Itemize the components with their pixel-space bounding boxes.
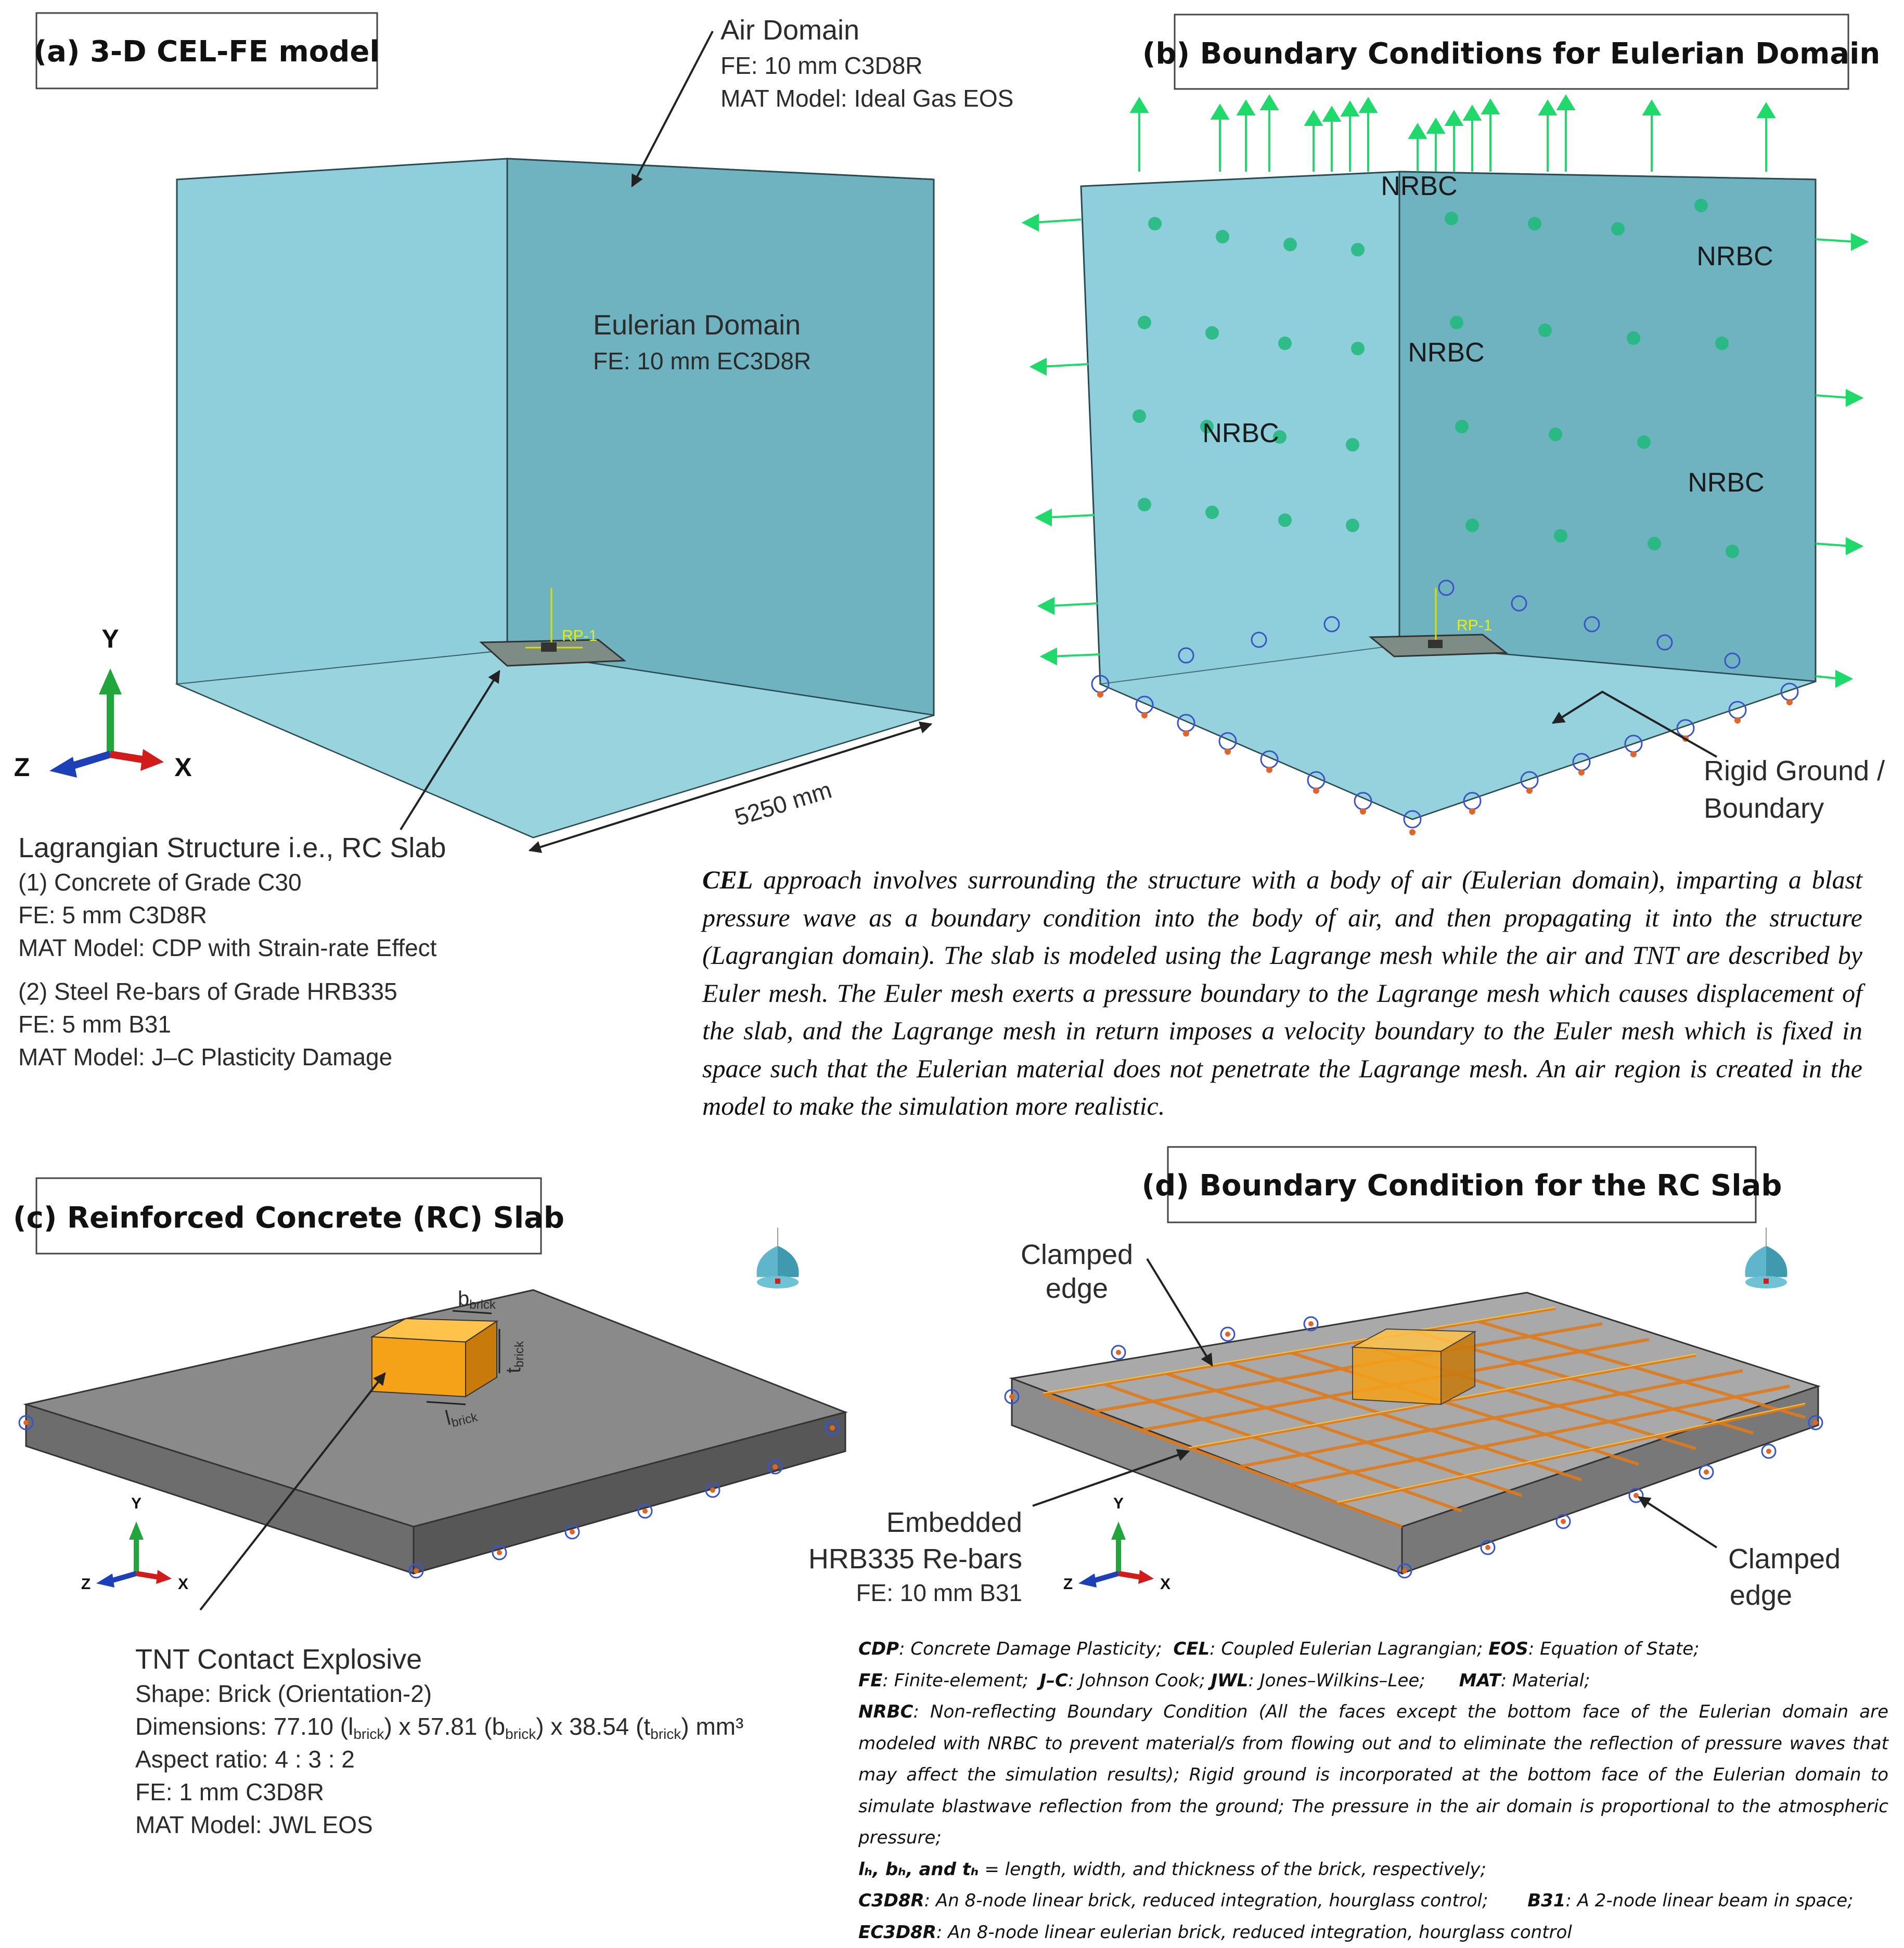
cel-body: approach involves surrounding the struct…	[702, 865, 1862, 1120]
top-velocity-arrows	[1131, 96, 1774, 172]
eulerian-domain-label: Eulerian Domain	[593, 309, 801, 341]
concrete-grade: (1) Concrete of Grade C30	[18, 869, 302, 896]
tnt-mat: MAT Model: JWL EOS	[135, 1811, 373, 1838]
nrbc-front: NRBC	[1202, 418, 1279, 448]
clamped-top-pointer	[1147, 1259, 1212, 1365]
rebars-label-1: Embedded	[886, 1507, 1022, 1538]
concrete-fe: FE: 5 mm C3D8R	[18, 901, 207, 928]
tnt-dimensions: Dimensions: 77.10 (lbrick) x 57.81 (bbri…	[135, 1713, 743, 1742]
tnt-brick	[372, 1319, 497, 1397]
tnt-aspect: Aspect ratio: 4 : 3 : 2	[135, 1746, 355, 1773]
legend-line-1: CDP: Concrete Damage Plasticity; CEL: Co…	[858, 1633, 1888, 1665]
panel-b: (b) Boundary Conditions for Eulerian Dom…	[1024, 15, 1885, 835]
panel-b-rp-label: RP-1	[1457, 617, 1492, 634]
axis-x-d: X	[1160, 1576, 1170, 1593]
air-domain-pointer	[632, 31, 713, 186]
tnt-heading: TNT Contact Explosive	[135, 1644, 422, 1675]
lagrangian-heading: Lagrangian Structure i.e., RC Slab	[18, 832, 446, 863]
clamped-top-label-1: Clamped	[1021, 1239, 1133, 1270]
clamped-right-label-2: edge	[1730, 1580, 1792, 1611]
nrbc-back-right: NRBC	[1696, 241, 1773, 272]
rebars-fe: FE: 10 mm B31	[856, 1579, 1022, 1606]
nrbc-top: NRBC	[1381, 171, 1457, 201]
cel-lead: CEL	[702, 865, 753, 894]
ground-label-1: Rigid Ground /	[1704, 755, 1885, 786]
panel-c-title: (c) Reinforced Concrete (RC) Slab	[13, 1201, 564, 1235]
nrbc-center: NRBC	[1408, 338, 1484, 368]
air-domain-label: Air Domain	[721, 15, 859, 46]
panel-a-title: (a) 3-D CEL-FE model	[33, 35, 379, 69]
concrete-mat: MAT Model: CDP with Strain-rate Effect	[18, 934, 437, 961]
nrbc-right: NRBC	[1688, 468, 1764, 498]
axis-triad-d	[1078, 1521, 1154, 1588]
legend-line-4: lₕ, bₕ, and tₕ = length, width, and thic…	[858, 1854, 1888, 1886]
legend-line-6: EC3D8R: An 8-node linear eulerian brick,…	[858, 1917, 1888, 1948]
axis-y-c: Y	[131, 1495, 141, 1512]
clamped-top-label-2: edge	[1046, 1273, 1108, 1304]
brick-b-label: bbrick	[458, 1287, 496, 1312]
clamped-right-pointer	[1639, 1497, 1717, 1547]
rebars-label-2: HRB335 Re-bars	[808, 1543, 1022, 1575]
axis-x-a: X	[174, 753, 191, 782]
axis-y-a: Y	[101, 624, 119, 653]
eulerian-domain-box	[177, 159, 934, 837]
axis-x-c: X	[178, 1576, 188, 1593]
axis-z-d: Z	[1063, 1576, 1073, 1593]
panel-c: (c) Reinforced Concrete (RC) Slab bbrick…	[13, 1178, 845, 1838]
air-domain-mat: MAT Model: Ideal Gas EOS	[721, 85, 1013, 112]
orientation-cube-c	[757, 1228, 799, 1288]
legend-line-5: C3D8R: An 8-node linear brick, reduced i…	[858, 1885, 1888, 1917]
steel-mat: MAT Model: J–C Plasticity Damage	[18, 1043, 392, 1070]
steel-fe: FE: 5 mm B31	[18, 1011, 171, 1038]
tnt-shape: Shape: Brick (Orientation-2)	[135, 1680, 432, 1707]
panel-a-rp-label: RP-1	[562, 627, 597, 644]
legend-line-2: FE: Finite-element; J–C: Johnson Cook; J…	[858, 1665, 1888, 1697]
legend-line-3: NRBC: Non-reflecting Boundary Condition …	[858, 1696, 1888, 1854]
axis-triad-a	[49, 668, 164, 778]
axis-triad-c	[96, 1521, 172, 1588]
panel-b-title: (b) Boundary Conditions for Eulerian Dom…	[1142, 37, 1880, 71]
eulerian-domain-fe: FE: 10 mm EC3D8R	[593, 347, 811, 375]
dimension-label: 5250 mm	[731, 776, 835, 831]
orientation-cube-d	[1745, 1228, 1787, 1288]
cel-description: CEL approach involves surrounding the st…	[702, 861, 1862, 1125]
panel-d: (d) Boundary Condition for the RC Slab	[808, 1147, 1841, 1611]
clamped-right-label-1: Clamped	[1728, 1543, 1841, 1575]
panel-d-title: (d) Boundary Condition for the RC Slab	[1142, 1169, 1782, 1203]
axis-z-c: Z	[81, 1576, 91, 1593]
axis-y-d: Y	[1113, 1495, 1124, 1512]
steel-grade: (2) Steel Re-bars of Grade HRB335	[18, 978, 397, 1005]
abbreviation-legend: CDP: Concrete Damage Plasticity; CEL: Co…	[858, 1633, 1888, 1948]
ground-label-2: Boundary	[1704, 793, 1824, 824]
tnt-brick-d	[1353, 1329, 1475, 1404]
tnt-fe: FE: 1 mm C3D8R	[135, 1778, 324, 1805]
air-domain-fe: FE: 10 mm C3D8R	[721, 52, 923, 79]
axis-z-a: Z	[14, 753, 30, 782]
